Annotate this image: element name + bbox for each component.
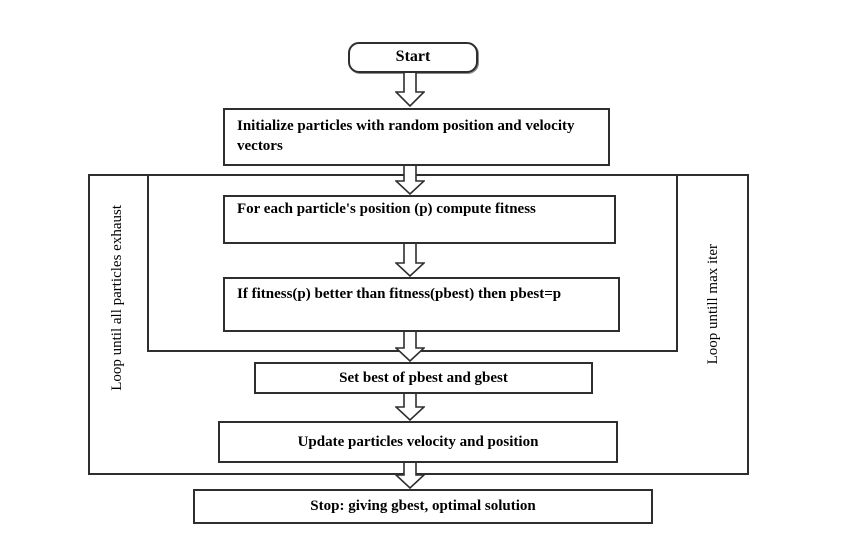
down-arrow-icon [395, 394, 425, 421]
down-arrow-icon [395, 463, 425, 489]
down-arrow-icon [395, 166, 425, 195]
node-set-best: Set best of pbest and gbest [254, 362, 593, 394]
node-start: Start [348, 42, 478, 73]
down-arrow-icon [395, 332, 425, 362]
node-compute-fitness: For each particle's position (p) compute… [223, 195, 616, 244]
down-arrow-icon [395, 244, 425, 277]
down-arrow-icon [395, 73, 425, 107]
node-initialize-particles: Initialize particles with random positio… [223, 108, 610, 166]
loop-label-left: Loop until all particles exhaust [88, 174, 147, 475]
loop-label-right-text: Loop untill max iter [705, 244, 721, 365]
node-stop: Stop: giving gbest, optimal solution [193, 489, 653, 524]
loop-label-right: Loop untill max iter [678, 174, 749, 475]
node-update-velocity: Update particles velocity and position [218, 421, 618, 463]
loop-label-left-text: Loop until all particles exhaust [109, 204, 125, 391]
node-update-pbest: If fitness(p) better than fitness(pbest)… [223, 277, 620, 332]
